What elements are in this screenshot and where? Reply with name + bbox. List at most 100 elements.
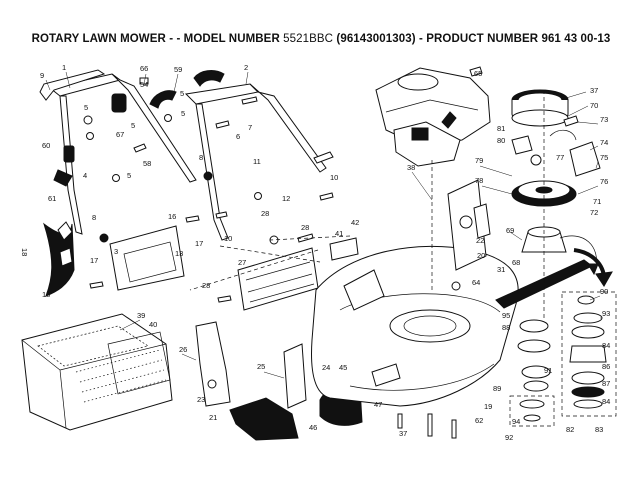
callout-5c: 5: [181, 109, 185, 118]
callout-5d: 5: [131, 121, 135, 130]
callout-47: 47: [374, 400, 382, 409]
baffle-41: [329, 237, 359, 261]
callout-13: 13: [175, 249, 183, 258]
callout-72: 72: [590, 208, 598, 217]
nut-64: [451, 281, 461, 291]
callout-20: 20: [477, 251, 485, 260]
callout-58: 58: [143, 159, 151, 168]
callout-28a: 28: [301, 223, 309, 232]
callout-83: 83: [595, 425, 603, 434]
callout-70: 70: [590, 101, 598, 110]
callout-93: 93: [602, 309, 610, 318]
handle-knob-8: [99, 171, 213, 243]
callout-91: 91: [544, 366, 552, 375]
callout-84: 84: [602, 341, 610, 350]
callout-19: 19: [484, 402, 492, 411]
kit-box-82: [509, 395, 555, 427]
callout-75: 75: [600, 153, 608, 162]
callout-4: 4: [83, 171, 87, 180]
callout-80: 80: [497, 136, 505, 145]
diagram-title: ROTARY LAWN MOWER - - MODEL NUMBER 5521B…: [0, 33, 642, 45]
lower-handle-left: [48, 73, 197, 235]
callout-1: 1: [62, 63, 66, 72]
callout-64: 64: [472, 278, 480, 287]
wheel-outline-dash: [189, 235, 351, 291]
control-bar-9: [39, 69, 106, 101]
callout-42: 42: [351, 218, 359, 227]
callout-9: 9: [40, 71, 44, 80]
callout-28b: 28: [202, 281, 210, 290]
handle-bracket-16: [109, 225, 185, 291]
kit-box-83: [561, 291, 617, 417]
callout-8a: 8: [199, 153, 203, 162]
model-number: 5521BBC: [283, 33, 334, 45]
callout-27: 27: [238, 258, 246, 267]
wheel-bracket-20: [447, 179, 487, 271]
callout-37a: 37: [399, 429, 407, 438]
callout-67: 67: [116, 130, 124, 139]
bracket-22: [473, 203, 491, 239]
upper-handle-right: [184, 83, 327, 241]
pulley-70: [511, 100, 569, 127]
rotation-arrow: [573, 248, 613, 287]
callout-88: 88: [502, 323, 510, 332]
callout-60: 60: [42, 141, 50, 150]
callout-96: 28: [261, 209, 269, 218]
callout-26: 26: [179, 345, 187, 354]
chute-21: [229, 397, 299, 441]
bracket-25: [283, 343, 307, 409]
key-65: [469, 66, 483, 77]
callout-85: 84: [602, 397, 610, 406]
callout-46: 46: [309, 423, 317, 432]
callout-31: 31: [497, 265, 505, 274]
callout-24: 24: [322, 363, 330, 372]
callout-22: 22: [476, 236, 484, 245]
brake-parts-73-80: [511, 115, 601, 177]
axle-mount-27: [237, 247, 319, 311]
callout-86: 86: [602, 362, 610, 371]
callout-21: 21: [209, 413, 217, 422]
callout-89: 89: [493, 384, 501, 393]
callout-78: 78: [475, 176, 483, 185]
callout-16: 16: [168, 212, 176, 221]
callout-90: 90: [600, 287, 608, 296]
callout-74: 74: [600, 138, 608, 147]
callout-54: 54: [140, 80, 148, 89]
callout-18: 18: [42, 290, 50, 299]
rear-bracket-26: [195, 321, 231, 407]
bolts-37-62: [397, 413, 457, 439]
callout-18-rotated: 18: [20, 248, 29, 256]
switch-60: [53, 145, 75, 187]
grass-bag-39: [21, 313, 173, 431]
callout-17b: 17: [90, 256, 98, 265]
callout-8b: 8: [92, 213, 96, 222]
callout-92: 92: [505, 433, 513, 442]
callout-6: 6: [236, 132, 240, 141]
callout-41: 41: [335, 229, 343, 238]
callout-69: 69: [506, 226, 514, 235]
bag-frame-40: [107, 331, 171, 395]
callout-10a: 10: [330, 173, 338, 182]
callout-65: 65: [474, 69, 482, 78]
callout-37b: 37: [590, 86, 598, 95]
callout-25: 25: [257, 362, 265, 371]
callout-17a: 17: [195, 239, 203, 248]
callout-39: 39: [137, 311, 145, 320]
bearing-88-89: [517, 319, 551, 392]
callout-61: 61: [48, 194, 56, 203]
callout-2: 2: [244, 63, 248, 72]
callout-45: 45: [339, 363, 347, 372]
callout-5a: 5: [180, 89, 184, 98]
callout-40: 40: [149, 320, 157, 329]
grip-59: [149, 70, 225, 109]
callout-7: 7: [248, 123, 252, 132]
callout-5b: 5: [84, 103, 88, 112]
callout-87: 87: [602, 379, 610, 388]
callout-94: 94: [512, 417, 520, 426]
callout-38: 38: [407, 163, 415, 172]
mower-deck-19: [311, 245, 519, 407]
part-number-callouts: 9 1 66 59 2 54 5 5 5 5 67 7 6 60 58 8 11…: [20, 63, 610, 442]
engine-38: [375, 67, 491, 167]
callout-10b: 10: [224, 234, 232, 243]
